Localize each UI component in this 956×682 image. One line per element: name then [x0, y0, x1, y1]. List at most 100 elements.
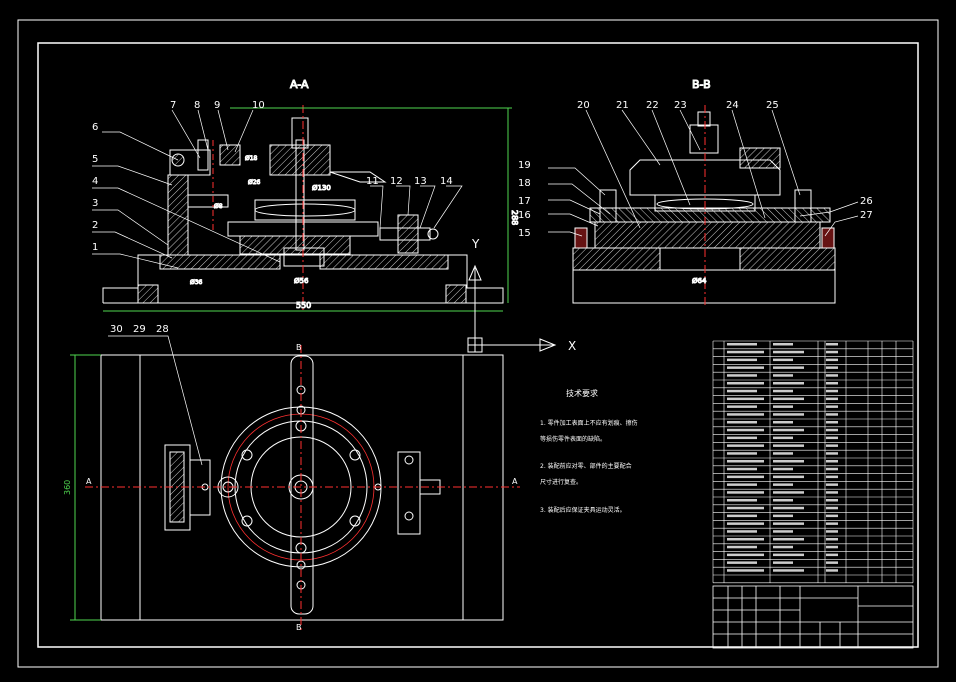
parts-list-entry-mark: [773, 460, 804, 463]
parts-list-entry-mark: [727, 545, 757, 549]
title-block: [712, 585, 914, 649]
parts-list-entry-mark: [727, 413, 764, 416]
parts-list-entry-mark: [826, 475, 838, 479]
parts-list-entry-mark: [826, 545, 838, 549]
dim-d130: Ø130: [312, 184, 331, 192]
parts-list-entry-mark: [727, 530, 757, 533]
balloon-30: 30: [110, 324, 123, 335]
dim-d26: Ø26: [248, 179, 261, 186]
parts-list-entry-mark: [826, 358, 838, 362]
parts-list-entry-mark: [727, 382, 764, 385]
parts-list-entry-mark: [727, 514, 757, 518]
parts-list-entry-mark: [773, 343, 793, 346]
inner-frame: [37, 42, 919, 648]
parts-list-entry-mark: [773, 436, 793, 440]
parts-list-entry-mark: [773, 553, 804, 557]
marker-b-top: B: [296, 343, 302, 352]
balloon-3: 3: [92, 198, 98, 209]
balloons-a: 1 2 3 4 5 6 7 8 9 10 11 12 13 14: [92, 100, 453, 253]
parts-list-entry-mark: [773, 452, 793, 455]
parts-list-entry-mark: [727, 444, 764, 447]
parts-list-entry-mark: [727, 343, 757, 346]
balloon-12: 12: [390, 176, 403, 187]
parts-list-entry-mark: [727, 499, 757, 502]
parts-list-entry-mark: [727, 428, 764, 432]
parts-list-entry-mark: [826, 444, 838, 447]
parts-list-entry-mark: [826, 413, 838, 416]
parts-list-entry-mark: [773, 397, 804, 401]
technical-notes: 技术要求 1. 零件加工表面上不应有划痕、擦伤 等损伤零件表面的缺陷。 2. 装…: [540, 388, 638, 514]
parts-list-entry-mark: [826, 499, 838, 502]
outer-frame: [17, 19, 939, 668]
parts-list-entry-mark: [826, 405, 838, 408]
parts-list-entry-mark: [826, 421, 838, 424]
dim-d8: Ø8: [214, 203, 223, 210]
balloon-8: 8: [194, 100, 200, 111]
dim-288: 288: [510, 210, 519, 225]
parts-list-entry-mark: [727, 366, 764, 369]
balloon-25: 25: [766, 100, 779, 111]
balloon-10: 10: [252, 100, 265, 111]
balloon-26: 26: [860, 196, 873, 207]
parts-list-entry-mark: [727, 421, 757, 424]
dim-d56: Ø56: [294, 277, 309, 285]
parts-list-entry-mark: [727, 522, 764, 525]
parts-list-entry-mark: [773, 382, 804, 385]
parts-list-entry-mark: [826, 382, 838, 385]
parts-list-entry-mark: [826, 436, 838, 440]
balloon-21: 21: [616, 100, 629, 111]
balloon-29: 29: [133, 324, 146, 335]
parts-list-entry-mark: [773, 421, 793, 424]
parts-list-entry-mark: [773, 545, 793, 549]
parts-list-entry-mark: [773, 413, 804, 416]
parts-list-entry-mark: [773, 374, 793, 377]
parts-list-entry-mark: [773, 366, 804, 369]
balloon-6: 6: [92, 122, 98, 133]
section-a-view: A-A 550 288 Ø: [102, 78, 520, 312]
parts-list-entry-mark: [773, 405, 793, 408]
balloon-11: 11: [366, 176, 379, 187]
parts-list-entry-mark: [773, 483, 793, 486]
balloon-16: 16: [518, 210, 531, 221]
balloon-27: 27: [860, 210, 873, 221]
parts-list-entry-mark: [727, 358, 757, 362]
parts-list-entry-mark: [826, 460, 838, 463]
parts-list-entry-mark: [727, 374, 757, 377]
parts-list-entry-mark: [727, 491, 764, 494]
parts-list-entry-mark: [773, 522, 804, 525]
parts-list-entry-mark: [727, 389, 757, 393]
parts-list-entry-mark: [826, 530, 838, 533]
parts-list-entry-mark: [773, 569, 804, 572]
balloons-b: 15 16 17 18 19 20 21 22 23 24 25 26 27: [518, 100, 873, 239]
parts-list-entry-mark: [773, 428, 804, 432]
plan-view: [70, 335, 520, 630]
parts-list-entry-mark: [826, 491, 838, 494]
xy-axes: [467, 264, 557, 353]
section-b-title: B-B: [692, 78, 711, 91]
dim-d18: Ø18: [245, 155, 258, 162]
parts-list-entry-mark: [727, 397, 764, 401]
parts-list-entry-mark: [773, 538, 804, 541]
parts-list-entry-mark: [773, 475, 804, 479]
balloon-7: 7: [170, 100, 176, 111]
marker-b-bottom: B: [296, 623, 302, 632]
parts-list-entry-mark: [727, 436, 757, 440]
dim-d64: Ø64: [692, 277, 707, 285]
parts-list-entry-mark: [826, 514, 838, 518]
balloon-5: 5: [92, 154, 98, 165]
parts-list-entry-mark: [727, 561, 757, 564]
parts-list-entry-mark: [826, 522, 838, 525]
balloon-9: 9: [214, 100, 220, 111]
parts-list-entry-mark: [826, 343, 838, 346]
parts-list-entry-mark: [727, 475, 764, 479]
marker-a-right: A: [512, 477, 518, 486]
parts-list-entry-mark: [727, 460, 764, 463]
balloon-28: 28: [156, 324, 169, 335]
notes-line-5: 3. 装配后应保证夹具运动灵活。: [540, 506, 626, 514]
parts-list-entry-mark: [727, 467, 757, 471]
notes-title: 技术要求: [566, 388, 598, 398]
balloon-20: 20: [577, 100, 590, 111]
parts-list-entry-mark: [773, 530, 793, 533]
parts-list-entry-mark: [727, 405, 757, 408]
